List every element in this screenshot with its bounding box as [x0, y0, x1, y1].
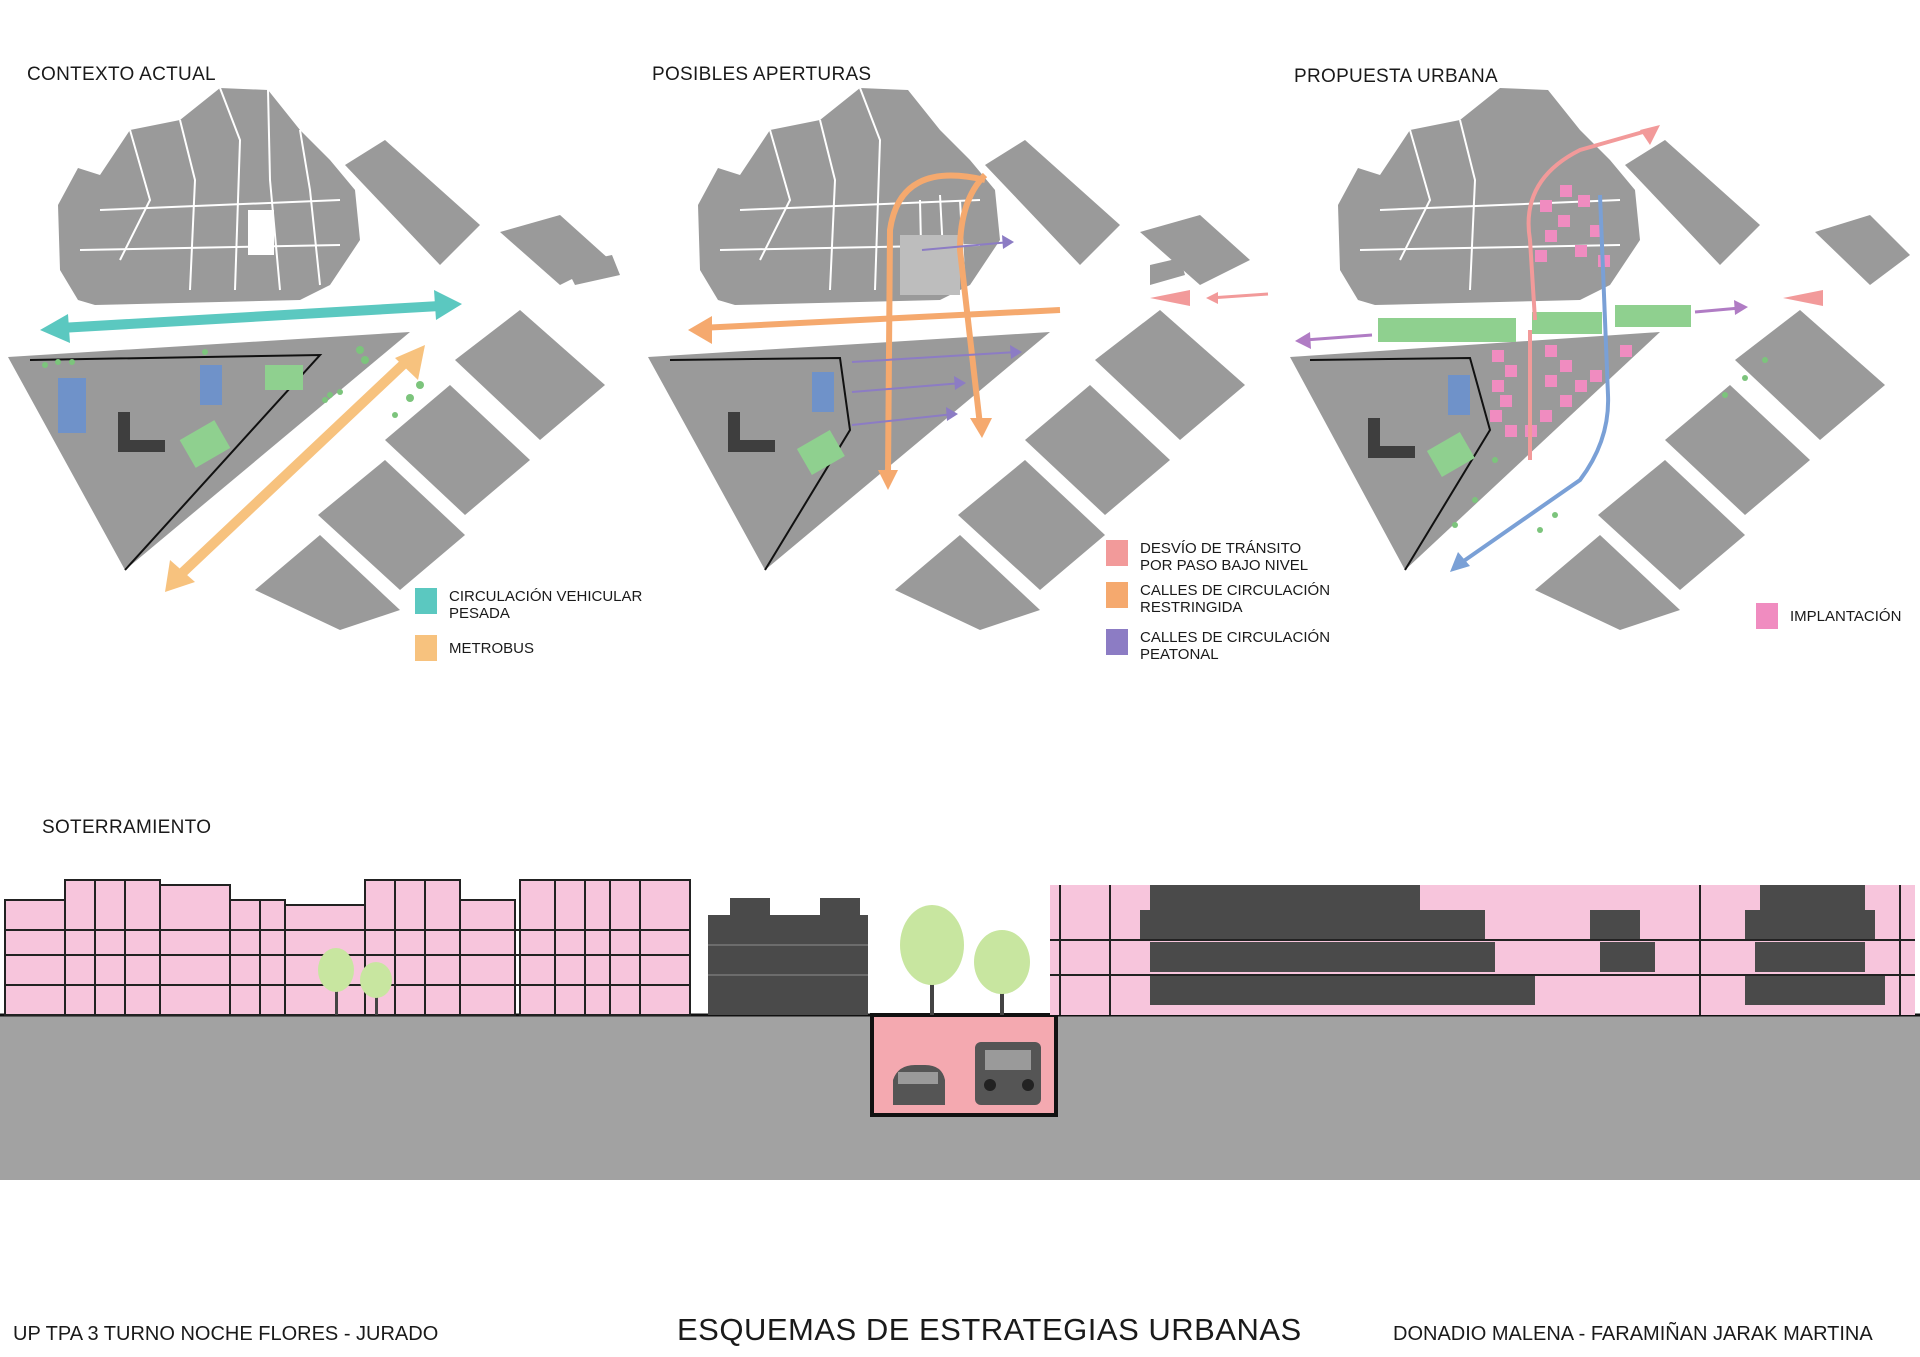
- legend-swatch: [1106, 582, 1128, 608]
- legend-swatch: [415, 635, 437, 661]
- panel-title-contexto: CONTEXTO ACTUAL: [27, 64, 216, 85]
- tunnel: [870, 1013, 1058, 1117]
- pedestrian-arrows: [851, 241, 1019, 426]
- legend-item-metrobus: METROBUS: [415, 635, 534, 661]
- right-dark-blocks: [1140, 885, 1885, 1005]
- footer-course: UP TPA 3 TURNO NOCHE FLORES - JURADO: [13, 1323, 439, 1345]
- legend-label: PEATONAL: [1140, 646, 1219, 663]
- legend-item-implant: IMPLANTACIÓN: [1756, 603, 1901, 629]
- panel-title-propuesta: PROPUESTA URBANA: [1294, 66, 1498, 87]
- right-buildings: [1050, 885, 1915, 1015]
- heavy-traffic-arrow: [40, 290, 462, 343]
- legend-label: DESVÍO DE TRÁNSITO: [1140, 540, 1302, 557]
- trees: [318, 905, 1600, 1015]
- city-blocks-3: [1290, 88, 1910, 630]
- blue-building: [58, 378, 86, 433]
- legend-label: RESTRINGIDA: [1140, 599, 1243, 616]
- lot-lines: [79, 87, 341, 291]
- page-title: ESQUEMAS DE ESTRATEGIAS URBANAS: [677, 1312, 1302, 1347]
- section-title: SOTERRAMIENTO: [42, 817, 212, 838]
- legend-swatch: [1756, 603, 1778, 629]
- dark-building: [708, 898, 868, 1015]
- car-icon: [893, 1065, 945, 1105]
- metrobus-arrow: [165, 345, 425, 592]
- panel-title-aperturas: POSIBLES APERTURAS: [652, 64, 872, 85]
- legend-swatch: [1106, 540, 1128, 566]
- legend-label: CIRCULACIÓN VEHICULAR: [449, 588, 643, 605]
- implant-squares: [1490, 185, 1632, 437]
- legend-label: PESADA: [449, 605, 510, 622]
- legend-label: METROBUS: [449, 640, 535, 657]
- legend-label: IMPLANTACIÓN: [1790, 608, 1902, 625]
- footer-authors: DONADIO MALENA - FARAMIÑAN JARAK MARTINA: [1393, 1323, 1873, 1345]
- restricted-street-arrows: [699, 172, 1061, 476]
- legend-swatch: [415, 588, 437, 614]
- ground: [0, 1015, 1920, 1180]
- left-buildings: [4, 879, 691, 1016]
- truck-icon: [975, 1042, 1041, 1105]
- legend-label: POR PASO BAJO NIVEL: [1140, 557, 1309, 574]
- city-blocks: [8, 88, 620, 630]
- legend-swatch: [1106, 629, 1128, 655]
- legend-label: CALLES DE CIRCULACIÓN: [1140, 629, 1331, 646]
- legend-label: CALLES DE CIRCULACIÓN: [1140, 582, 1331, 599]
